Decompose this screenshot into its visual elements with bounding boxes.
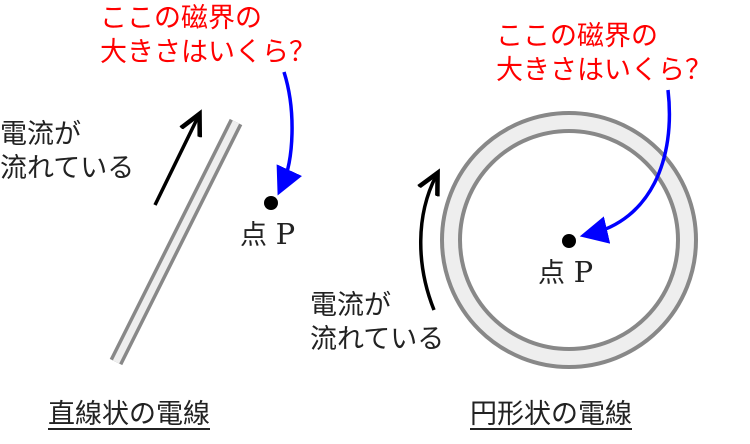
straight-point-dot (264, 196, 278, 210)
circular-point-dot (562, 234, 576, 248)
straight-caption: 直線状の電線 (48, 399, 210, 430)
circular-current-line1: 電流が (310, 290, 391, 321)
circular-question-line2: 大きさはいくら？ (496, 55, 712, 86)
straight-current-arrow (153, 117, 198, 206)
circular-wire (440, 111, 698, 369)
straight-question-line1: ここの磁界の (100, 3, 262, 34)
point-kanji: 点 (240, 220, 267, 251)
circular-point-label: 点 P (538, 256, 593, 290)
straight-current-line1: 電流が (0, 119, 81, 150)
circular-current-line2: 流れている (310, 324, 445, 355)
straight-point-label: 点 P (240, 218, 295, 252)
point-kanji: 点 (538, 258, 565, 289)
circular-pointer-arrow (579, 89, 672, 244)
straight-current-line2: 流れている (0, 153, 135, 184)
straight-question-line2: 大きさはいくら？ (100, 37, 316, 68)
circular-caption: 円形状の電線 (470, 399, 632, 430)
circular-question-line1: ここの磁界の (496, 21, 658, 52)
point-letter: P (275, 217, 296, 251)
straight-pointer-arrow (276, 71, 303, 196)
point-letter: P (573, 255, 594, 289)
circular-current-arrow (421, 176, 436, 311)
straight-wire (109, 118, 243, 366)
